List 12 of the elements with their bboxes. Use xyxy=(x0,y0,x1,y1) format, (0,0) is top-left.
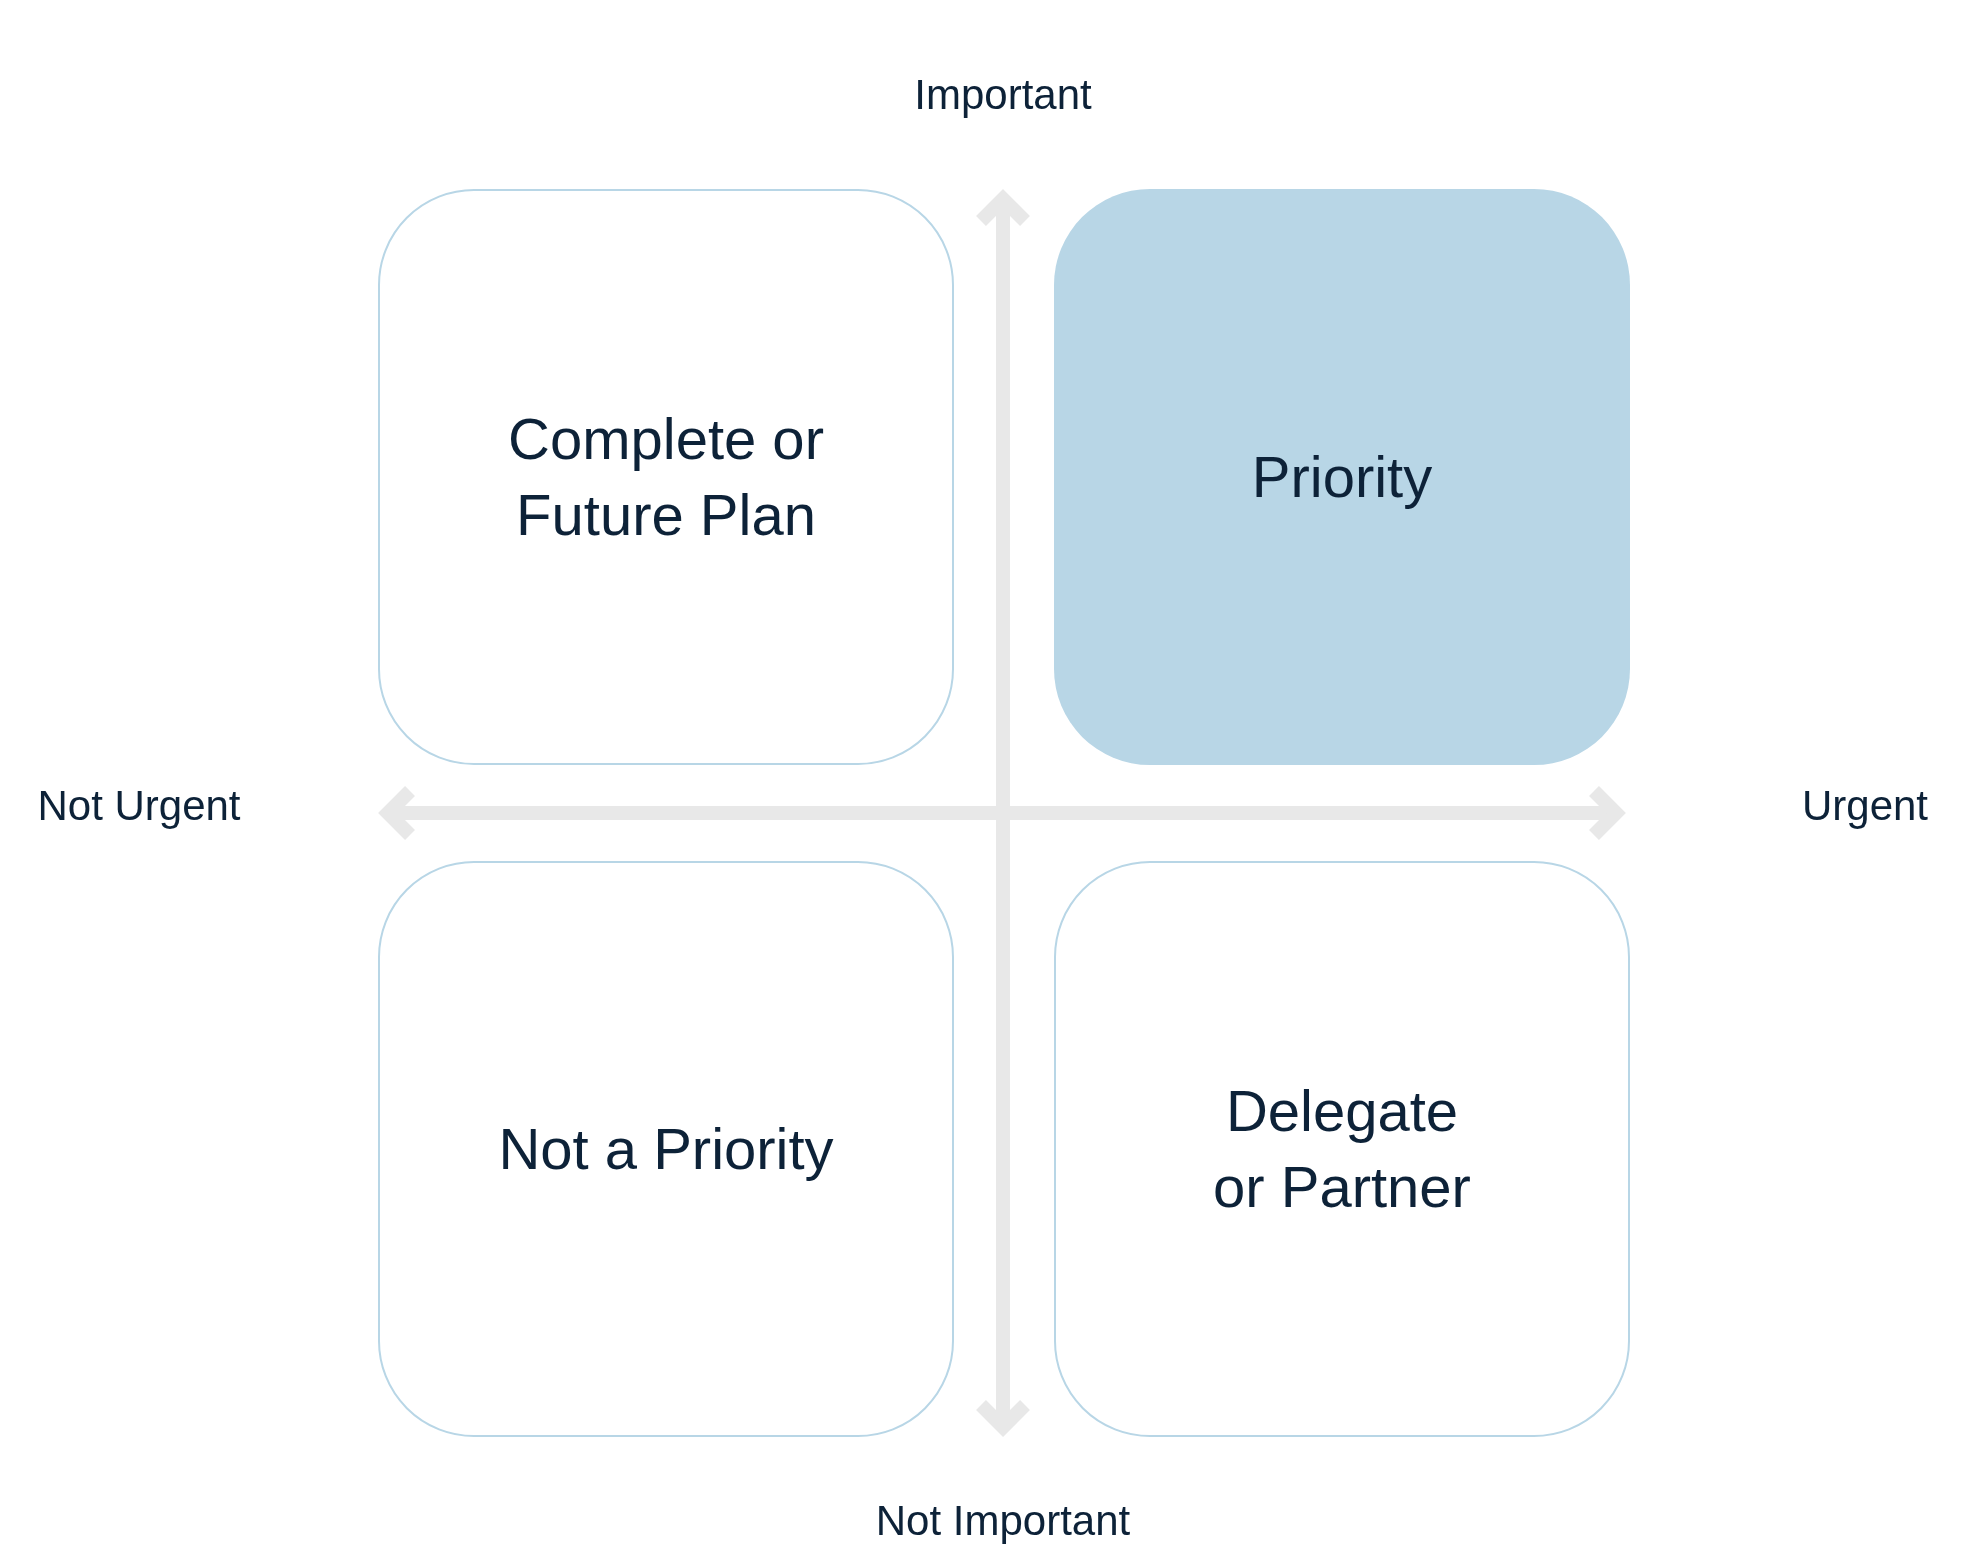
axis-label: Not Important xyxy=(875,1496,1131,1546)
axis-label: Important xyxy=(914,70,1092,120)
axis-label: Not Urgent xyxy=(37,781,241,831)
quadrant-box xyxy=(1054,861,1630,1437)
quadrant-box xyxy=(378,189,954,765)
quadrant-label: Complete or Future Plan xyxy=(507,405,825,549)
quadrant-box xyxy=(378,861,954,1437)
quadrant-label: Priority xyxy=(1251,443,1433,511)
axis-label: Urgent xyxy=(1801,781,1929,831)
highlighted-quadrant-box xyxy=(1054,189,1630,765)
quadrant-label: Delegate or Partner xyxy=(1212,1077,1472,1221)
quadrant-label: Not a Priority xyxy=(498,1115,834,1183)
